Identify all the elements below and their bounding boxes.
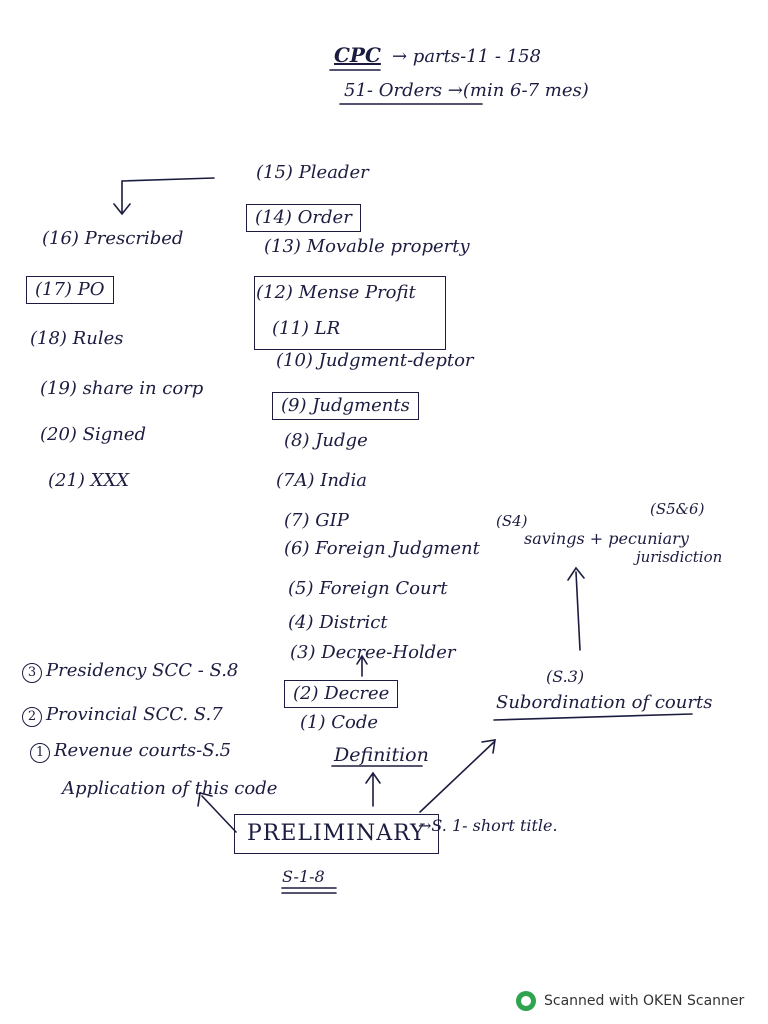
cpc-title: CPC <box>334 43 381 67</box>
definition-item-14: (2) Decree <box>284 680 399 708</box>
savings-label: savings + pecuniary <box>524 529 689 548</box>
section-3-label: (S.3) <box>546 667 585 686</box>
watermark-text: Scanned with OKEN Scanner <box>544 993 745 1009</box>
parts-note: → parts-11 - 158 <box>392 46 542 67</box>
arrow-to-savings <box>567 566 585 651</box>
arrow-to-application <box>197 792 237 833</box>
definition-item-9: (7) GIP <box>284 510 349 531</box>
circled-number: 1 <box>30 743 50 763</box>
left-definition-item-0: (16) Prescribed <box>42 228 184 249</box>
left-definition-item-5: (21) XXX <box>48 470 130 491</box>
arrow-to-prescribed <box>113 177 215 216</box>
left-definition-item-1: (17) PO <box>26 276 114 304</box>
definition-item-5: (10) Judgment-deptor <box>276 350 474 371</box>
definition-item-3: (12) Mense Profit <box>256 282 416 303</box>
definition-item-13: (3) Decree-Holder <box>290 642 456 663</box>
arrow-to-subordination <box>419 739 496 813</box>
application-heading: Application of this code <box>62 778 278 799</box>
definition-item-0: (15) Pleader <box>256 162 369 183</box>
mense-lr-group-box <box>254 276 446 350</box>
preliminary-range: S-1-8 <box>282 867 325 886</box>
definition-item-6: (9) Judgments <box>272 392 419 420</box>
orders-note: 51- Orders →(min 6-7 mes) <box>344 80 589 101</box>
arrow-to-decree-holder <box>356 654 368 677</box>
left-definition-item-2: (18) Rules <box>30 328 124 349</box>
arrow-to-definition <box>365 771 381 807</box>
application-item-text: Presidency SCC - S.8 <box>46 660 239 681</box>
definition-item-11: (5) Foreign Court <box>288 578 448 599</box>
definition-item-8: (7A) India <box>276 470 367 491</box>
definition-item-7: (8) Judge <box>284 430 368 451</box>
definition-heading: Definition <box>334 744 429 766</box>
definition-item-15: (1) Code <box>300 712 379 733</box>
left-definition-item-3: (19) share in corp <box>40 378 204 399</box>
scanner-watermark: Scanned with OKEN Scanner <box>516 990 744 1012</box>
subordination-label: Subordination of courts <box>496 692 713 713</box>
scanner-logo-icon <box>516 991 536 1011</box>
definition-item-2: (13) Movable property <box>264 236 470 257</box>
circled-number: 3 <box>22 663 42 683</box>
definition-item-4: (11) LR <box>272 318 341 339</box>
range-underline <box>281 887 337 894</box>
application-item-text: Revenue courts-S.5 <box>54 740 232 761</box>
left-definition-item-4: (20) Signed <box>40 424 147 445</box>
jurisdiction-label: jurisdiction <box>636 548 723 566</box>
subordination-underline <box>493 713 693 721</box>
definition-item-12: (4) District <box>288 612 388 633</box>
application-item-text: Provincial SCC. S.7 <box>46 704 223 725</box>
circled-number: 2 <box>22 707 42 727</box>
section-36-label: (S4) <box>496 512 528 530</box>
definition-item-1: (14) Order <box>246 204 361 232</box>
preliminary-box: PRELIMINARY <box>234 814 439 854</box>
short-title-note: →S. 1- short title. <box>418 816 558 835</box>
section-56-label: (S5&6) <box>650 500 705 518</box>
definition-item-10: (6) Foreign Judgment <box>284 538 480 559</box>
